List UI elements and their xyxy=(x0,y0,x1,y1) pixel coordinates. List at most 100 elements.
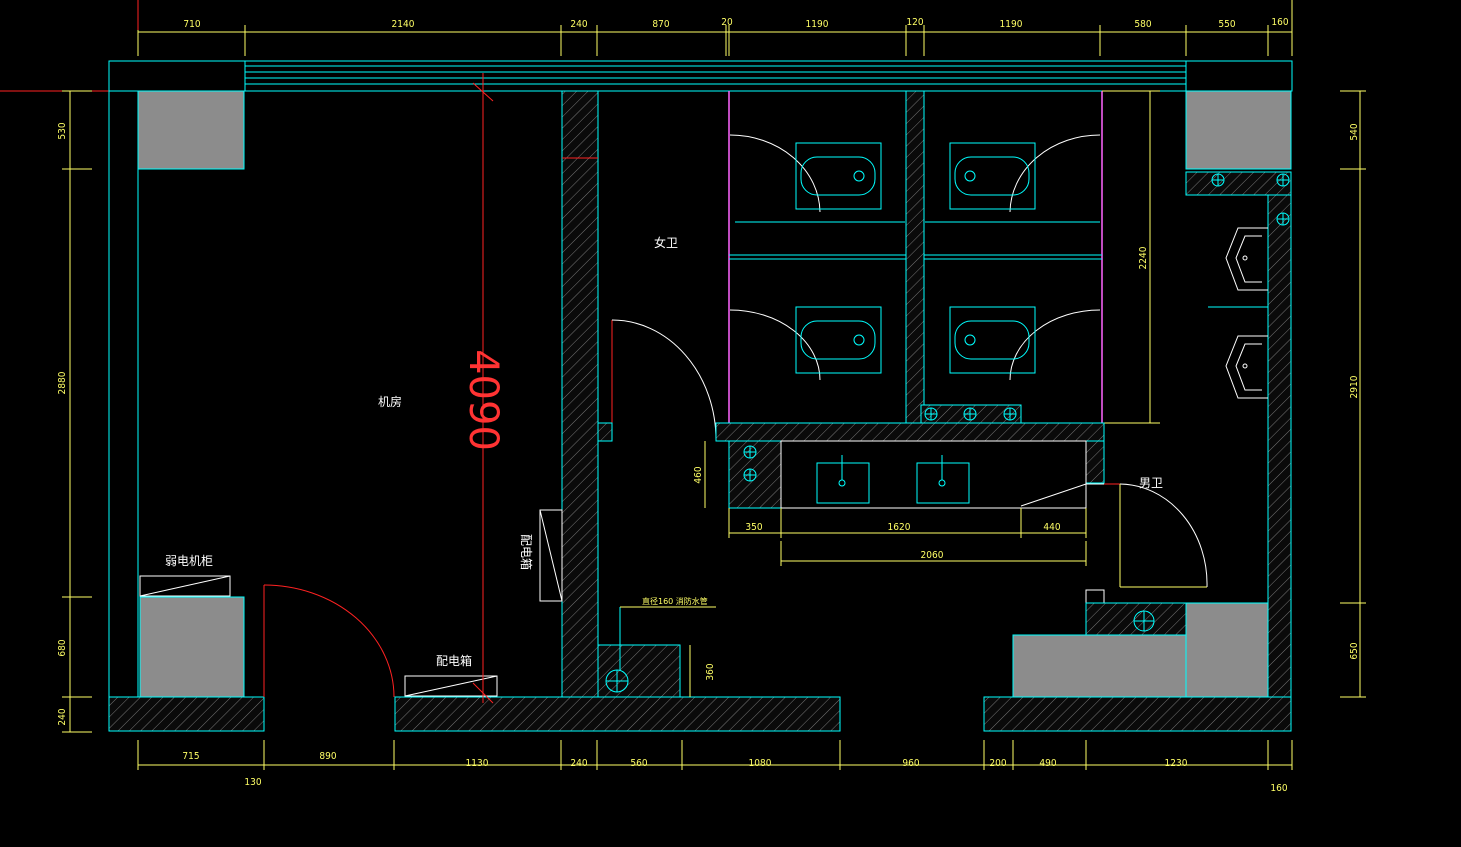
wall-bottom-left xyxy=(108,696,265,732)
squat-toilets xyxy=(795,142,1036,374)
stall-doors xyxy=(729,134,1101,381)
left-dimension-chain xyxy=(62,90,92,733)
squat-toilet-2 xyxy=(949,142,1036,210)
label-machine-room: 机房 xyxy=(378,394,402,409)
top-dimension-texts: 710 2140 240 870 20 1190 120 1190 580 55… xyxy=(183,17,1288,30)
dim-right-2: 2910 xyxy=(1349,375,1360,398)
wall-bottom-middle xyxy=(394,696,841,732)
men-wc-pipe-block xyxy=(1085,602,1187,636)
dist-box-wall xyxy=(539,509,563,602)
dim-tick-4090-top xyxy=(472,82,494,102)
dim-top-3: 240 xyxy=(570,19,587,30)
column-top-right xyxy=(1185,90,1292,170)
dim-bottom-12: 160 xyxy=(1270,783,1287,794)
dim-right-1: 540 xyxy=(1349,123,1360,140)
wall-right xyxy=(1267,194,1292,698)
dim-bottom-10: 1230 xyxy=(1165,758,1188,769)
label-men-wc: 男卫 xyxy=(1139,476,1163,490)
dim-4090: 4090 xyxy=(460,349,506,451)
urinals xyxy=(1225,227,1268,399)
right-dimension-texts: 540 2910 650 xyxy=(1349,123,1360,659)
dim-left-1: 530 xyxy=(57,122,68,139)
bottom-dimension-texts: 715 890 1130 240 560 1080 960 200 490 12… xyxy=(182,751,1287,794)
label-women-wc: 女卫 xyxy=(654,235,678,250)
wall-partition-left xyxy=(561,90,599,698)
dim-bottom-1: 715 xyxy=(182,751,199,762)
dim-1620: 1620 xyxy=(888,522,911,533)
pipe-icons-right xyxy=(1211,173,1290,226)
dist-box-wall-diagonal xyxy=(539,509,563,602)
vanity-counter xyxy=(780,440,1087,509)
dim-top-2: 2140 xyxy=(392,19,415,30)
right-dimension-chain xyxy=(1340,90,1366,698)
outer-walls xyxy=(108,60,1293,731)
dim-bottom-7: 960 xyxy=(902,758,919,769)
men-wc-block-right xyxy=(1185,602,1269,698)
dim-bottom-4: 240 xyxy=(570,758,587,769)
label-dist-box-1: 配电箱 xyxy=(519,534,534,570)
urinal-1 xyxy=(1225,227,1268,291)
squat-toilet-1 xyxy=(795,142,882,210)
dim-460: 460 xyxy=(693,466,704,483)
stall-center-wall xyxy=(905,90,925,424)
dim-left-2: 2880 xyxy=(57,371,68,394)
dim-350: 350 xyxy=(745,522,762,533)
left-dimension-texts: 530 2880 680 240 xyxy=(57,122,68,725)
stall-partitions xyxy=(728,91,1103,423)
label-weak-cabinet: 弱电机柜 xyxy=(165,554,213,568)
wash-basins xyxy=(816,455,970,504)
wall-bottom-right xyxy=(983,696,1292,732)
urinal-2 xyxy=(1225,335,1268,399)
bottom-dimension-chain xyxy=(137,740,1293,770)
dim-bottom-5: 560 xyxy=(630,758,647,769)
dim-right-3: 650 xyxy=(1349,642,1360,659)
pipe-icons-vanity xyxy=(743,445,757,482)
squat-toilet-4 xyxy=(949,306,1036,374)
dim-bottom-9: 490 xyxy=(1039,758,1056,769)
pipe-icons-stalls xyxy=(924,407,1017,421)
dim-bottom-2: 890 xyxy=(319,751,336,762)
dim-top-9: 580 xyxy=(1134,19,1151,30)
weak-current-cabinet xyxy=(139,596,245,698)
dim-top-1: 710 xyxy=(183,19,200,30)
cabinet-diagonal xyxy=(139,575,231,597)
dim-bottom-6: 1080 xyxy=(749,758,772,769)
dim-tick-4090-bottom xyxy=(472,682,494,704)
cabinet-top xyxy=(139,575,231,597)
dim-top-7: 120 xyxy=(906,17,923,28)
dim-bottom-3: 1130 xyxy=(466,758,489,769)
dist-box-bottom-diagonal xyxy=(404,675,498,697)
dim-top-5: 20 xyxy=(721,17,733,28)
dist-box-bottom xyxy=(404,675,498,697)
top-dimension-chain xyxy=(137,0,1293,56)
dim-top-11: 160 xyxy=(1271,17,1288,28)
column-top-left xyxy=(137,90,245,170)
stall-dividers xyxy=(729,221,1102,260)
women-wc-door xyxy=(611,319,717,441)
fire-pipe-icon xyxy=(605,669,629,693)
dim-top-10: 550 xyxy=(1218,19,1235,30)
dim-top-6: 1190 xyxy=(806,19,829,30)
label-fire-pipe: 直径160 消防水管 xyxy=(642,596,708,606)
dim-bottom-8: 200 xyxy=(989,758,1006,769)
dim-440: 440 xyxy=(1043,522,1060,533)
men-wc-door xyxy=(1020,483,1208,588)
squat-toilet-3 xyxy=(795,306,882,374)
dim-bottom-11: 130 xyxy=(244,777,261,788)
machine-room-door xyxy=(263,584,395,698)
vanity-wall-top xyxy=(715,422,1105,442)
men-wc-block-bottom xyxy=(1012,634,1187,698)
pipe-icon-men xyxy=(1133,610,1155,632)
dim-left-4: 240 xyxy=(57,708,68,725)
vanity-wall-end xyxy=(1085,440,1105,484)
dim-top-4: 870 xyxy=(652,19,669,30)
dim-left-3: 680 xyxy=(57,639,68,656)
wall-right-top xyxy=(1185,171,1292,196)
dim-top-8: 1190 xyxy=(1000,19,1023,30)
label-dist-box-2: 配电箱 xyxy=(436,653,472,668)
dim-2060: 2060 xyxy=(921,550,944,561)
dim-2240: 2240 xyxy=(1138,246,1149,269)
door-jamb-left xyxy=(597,422,613,442)
dim-360: 360 xyxy=(705,663,716,680)
